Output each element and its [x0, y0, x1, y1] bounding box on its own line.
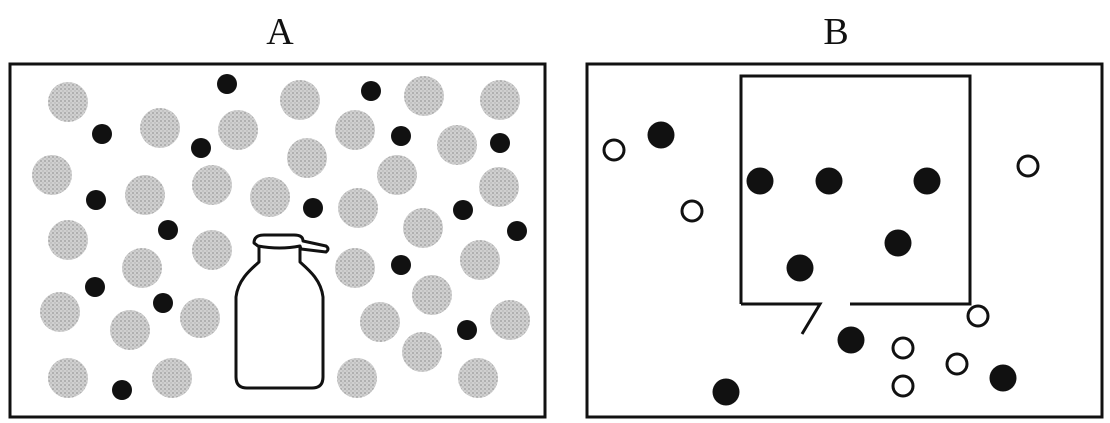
black-particle — [990, 365, 1017, 392]
gray-particle — [280, 80, 320, 120]
black-particle — [713, 379, 740, 406]
open-particle — [682, 201, 702, 221]
gray-particle — [48, 82, 88, 122]
black-particle — [303, 198, 323, 218]
black-particle — [507, 221, 527, 241]
open-particle — [604, 140, 624, 160]
black-particle — [457, 320, 477, 340]
gray-particle — [40, 292, 80, 332]
gray-particle — [122, 248, 162, 288]
black-particle — [885, 230, 912, 257]
black-particle — [191, 138, 211, 158]
gray-particle — [404, 76, 444, 116]
black-particle — [92, 124, 112, 144]
black-particle — [86, 190, 106, 210]
black-particle — [85, 277, 105, 297]
gray-particle — [192, 165, 232, 205]
gray-particle — [412, 275, 452, 315]
gray-particle — [490, 300, 530, 340]
black-particle — [361, 81, 381, 101]
gray-particle — [192, 230, 232, 270]
gray-particle — [479, 167, 519, 207]
black-particle — [217, 74, 237, 94]
gray-particle — [32, 155, 72, 195]
container-opening-edge — [741, 304, 820, 334]
panel-b-label: B — [823, 11, 848, 53]
gray-particle — [287, 138, 327, 178]
gray-particle — [218, 110, 258, 150]
open-particle — [893, 338, 913, 358]
gray-particle — [338, 188, 378, 228]
panel-b-frame — [587, 64, 1102, 417]
black-particle — [490, 133, 510, 153]
gray-particle — [180, 298, 220, 338]
black-particle — [153, 293, 173, 313]
black-particle — [648, 122, 675, 149]
gray-particle — [337, 358, 377, 398]
gray-particle — [48, 358, 88, 398]
black-particle — [787, 255, 814, 282]
gray-particle — [110, 310, 150, 350]
black-particle — [391, 126, 411, 146]
black-particle — [391, 255, 411, 275]
gray-particle — [125, 175, 165, 215]
open-particle — [947, 354, 967, 374]
open-particle — [1018, 156, 1038, 176]
gray-particle — [250, 177, 290, 217]
gray-particle — [360, 302, 400, 342]
gray-particle — [140, 108, 180, 148]
gray-particle — [377, 155, 417, 195]
gray-particle — [152, 358, 192, 398]
open-particle — [893, 376, 913, 396]
black-particle — [112, 380, 132, 400]
black-particle — [816, 168, 843, 195]
gray-particle — [480, 80, 520, 120]
black-particle — [453, 200, 473, 220]
gray-particle — [403, 208, 443, 248]
gray-particle — [48, 220, 88, 260]
black-particle — [838, 327, 865, 354]
black-particle — [747, 168, 774, 195]
gray-particle — [437, 125, 477, 165]
bottle-icon — [236, 235, 328, 388]
gray-particle — [458, 358, 498, 398]
black-particle — [914, 168, 941, 195]
gray-particle — [402, 332, 442, 372]
panel-a-label: A — [266, 11, 294, 53]
black-particle — [158, 220, 178, 240]
gray-particle — [335, 110, 375, 150]
gray-particle — [335, 248, 375, 288]
open-particle — [968, 306, 988, 326]
gray-particle — [460, 240, 500, 280]
